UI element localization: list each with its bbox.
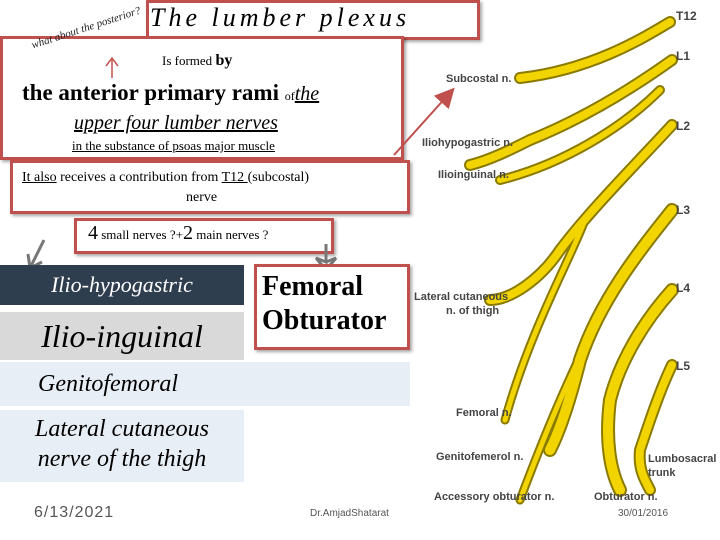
lateral-cutaneous-box: Lateral cutaneous nerve of the thigh [0,410,244,482]
footer-date-right: 30/01/2016 [618,508,669,519]
ilio-inguinal-box: Ilio-inguinal [0,312,244,360]
level-t12: T12 [676,9,697,23]
formed-by-by: by [215,52,233,69]
arrow-to-subcostal [393,87,455,156]
it-also: It also [22,170,57,185]
contribution-box [10,160,410,214]
lateral-line-1: Lateral cutaneous [35,416,209,442]
contribution-line-2: nerve [186,190,218,205]
label-lumbosacral-2: trunk [648,467,676,479]
ilio-hypogastric-box: Ilio-hypogastric [0,265,244,305]
femoral-obturator-box [254,264,410,350]
level-l3: L3 [676,203,690,217]
lumbar-plexus-diagram: T12 L1 L2 L3 L4 L5 Subcostal n. Iliohypo… [414,9,716,505]
lateral-line-2: nerve of the thigh [37,446,207,472]
femoral-label: Femoral [262,271,364,302]
footer-author: Dr.AmjadShatarat [310,508,389,519]
t12-label: T12 [221,170,248,185]
count-box [74,218,334,254]
formed-by-text: Is formed by [162,52,232,70]
arrow-small-nerves [26,239,46,273]
label-lateral-cutaneous-1: Lateral cutaneous [414,291,508,303]
label-ilioinguinal: Ilioinguinal n. [438,169,509,181]
femoral-obturator-text: Femoral Obturator [262,270,386,338]
count-small-number: 4 [88,222,98,244]
contribution-mid: receives a contribution from [56,170,222,185]
substance-text: in the substance of psoas major muscle [72,138,275,153]
label-accessory-obturator: Accessory obturator n. [434,491,554,503]
formed-by-prefix: Is formed [162,53,213,68]
nerve-fills [466,18,677,503]
footer-date-left: 6/13/2021 [34,504,115,521]
anterior-main: the anterior primary rami [22,80,285,105]
label-genitofemoral: Genitofemerol n. [436,451,523,463]
count-small-label: small nerves ?+ [98,227,183,242]
label-obturator: Obturator n. [594,491,658,503]
label-lumbosacral-1: Lumbosacral [648,453,716,465]
anterior-the: the [294,83,320,105]
contribution-end: (subcostal) [247,170,310,185]
label-lateral-cutaneous-2: n. of thigh [446,305,499,317]
page-title: The lumber plexus [150,3,411,32]
genitofemoral-box: Genitofemoral [0,362,410,406]
upper-nerves-text: upper four lumber nerves [74,112,278,134]
level-l1: L1 [676,49,690,63]
nerve-edges [464,16,679,505]
level-l4: L4 [676,281,690,295]
anterior-rami-text: the anterior primary rami ofthe [22,80,319,106]
arrow-handwritten [105,56,119,78]
obturator-label: Obturator [262,305,387,336]
level-l5: L5 [676,359,690,373]
contribution-line-1: It also receives a contribution from T12… [22,170,309,186]
anterior-of: of [284,89,295,103]
label-subcostal: Subcostal n. [446,73,511,85]
count-text: 4 small nerves ?+2 main nerves ? [88,222,268,245]
label-femoral: Femoral n. [456,407,512,419]
level-l2: L2 [676,119,690,133]
definition-box [0,36,404,160]
label-iliohypogastric: Iliohypogastric n. [422,137,513,149]
count-main-label: main nerves ? [192,227,269,242]
count-main-number: 2 [182,222,193,244]
